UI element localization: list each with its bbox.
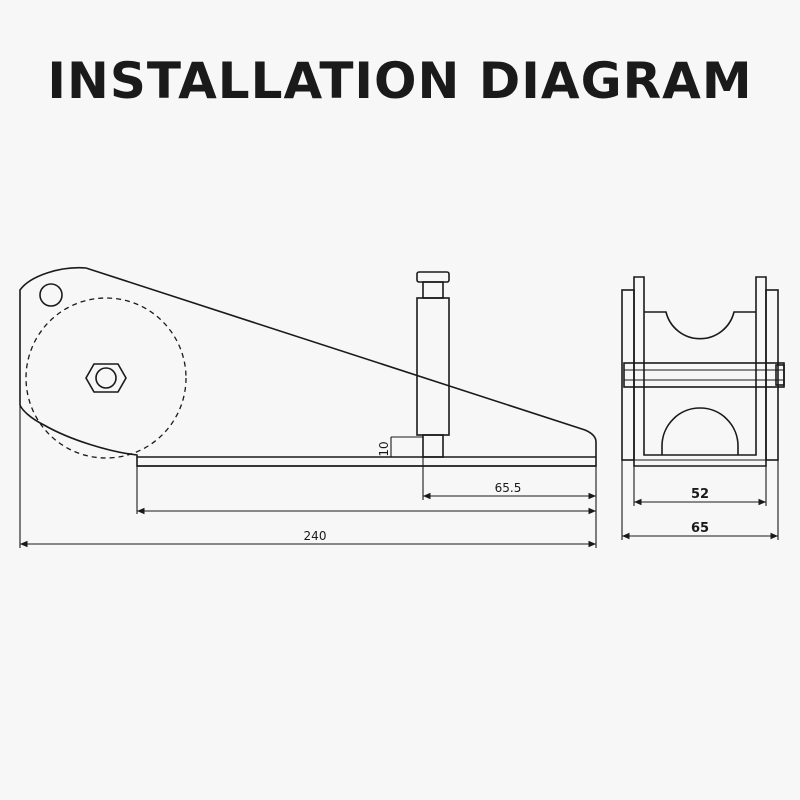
dim-pin-offset-label: 65.5 (495, 481, 522, 495)
page-title: INSTALLATION DIAGRAM (47, 52, 753, 110)
roller-hidden-outline (25, 297, 187, 459)
pin (390, 271, 450, 458)
dim-small-gap-label: 10 (377, 441, 391, 456)
dim-inner-width-label: 52 (691, 487, 709, 502)
roller-lower-groove (661, 407, 739, 455)
dim-overall-length-label: 240 (304, 529, 327, 543)
u-channel (633, 276, 767, 467)
end-view: 52 65 (621, 276, 785, 540)
bracket-outline (19, 266, 597, 467)
dim-outer-width-label: 65 (691, 521, 709, 536)
roller-upper-groove (644, 311, 756, 340)
axle-bolt (623, 362, 785, 388)
mounting-hole-icon (39, 283, 63, 307)
hex-nut-icon (85, 363, 127, 393)
bolt-head (775, 364, 785, 386)
side-view: 10 65.5 240 (19, 266, 597, 548)
